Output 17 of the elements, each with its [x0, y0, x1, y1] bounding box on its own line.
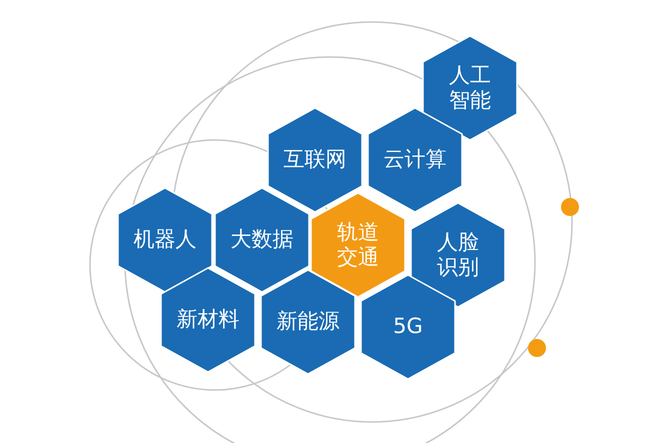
tile-label: 云计算 [384, 147, 446, 173]
highlight-hexagon [310, 192, 406, 298]
hexagon-tile [214, 187, 310, 293]
hexagon-tile [260, 269, 356, 375]
hexagon-tile [160, 267, 256, 373]
tile-label: 新能源 [276, 309, 340, 335]
tile-label: 人脸识别 [436, 230, 480, 280]
tile-label: 5G [393, 314, 423, 340]
tile-label: 机器人 [134, 227, 196, 253]
hexagon-tile [267, 107, 363, 213]
hexagon-tile [117, 187, 213, 293]
tile-label: 新材料 [176, 307, 240, 333]
tile-label: 人工智能 [448, 62, 492, 114]
tile-label: 互联网 [284, 147, 346, 173]
hexagon-tile [422, 35, 518, 141]
tile-label: 大数据 [230, 227, 294, 253]
tile-label: 轨道交通 [336, 220, 380, 270]
